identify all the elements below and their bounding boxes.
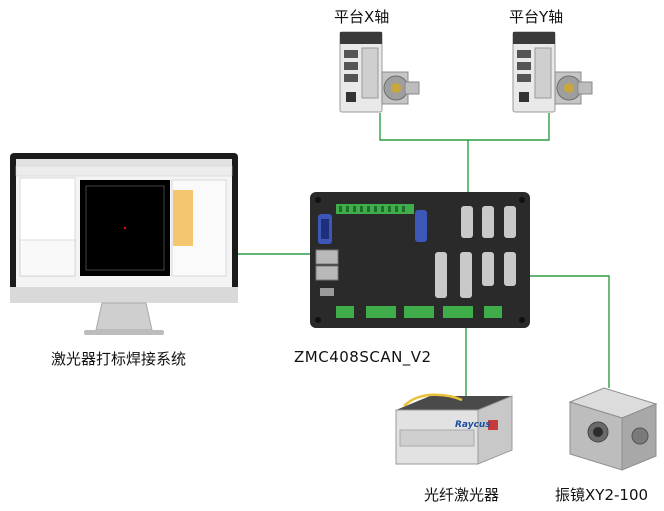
label-galvo: 振镜XY2-100 — [555, 486, 649, 504]
line-servo-x — [379, 113, 469, 210]
pc-monitor — [10, 153, 238, 335]
line-servo-y — [468, 113, 550, 141]
galvo-scanner — [568, 387, 658, 471]
laser-brand-logo: Raycus — [455, 420, 491, 430]
label-platform-x: 平台X轴 — [334, 8, 390, 26]
servo-drive-x — [339, 31, 420, 113]
line-galvo — [509, 275, 610, 388]
servo-drive-y — [512, 31, 593, 113]
label-controller: ZMC408SCAN_V2 — [294, 348, 432, 366]
label-fiber-laser: 光纤激光器 — [424, 486, 500, 504]
controller-board — [310, 192, 530, 328]
label-software: 激光器打标焊接系统 — [51, 350, 187, 368]
label-platform-y: 平台Y轴 — [509, 8, 564, 26]
fiber-laser-unit — [395, 393, 513, 465]
